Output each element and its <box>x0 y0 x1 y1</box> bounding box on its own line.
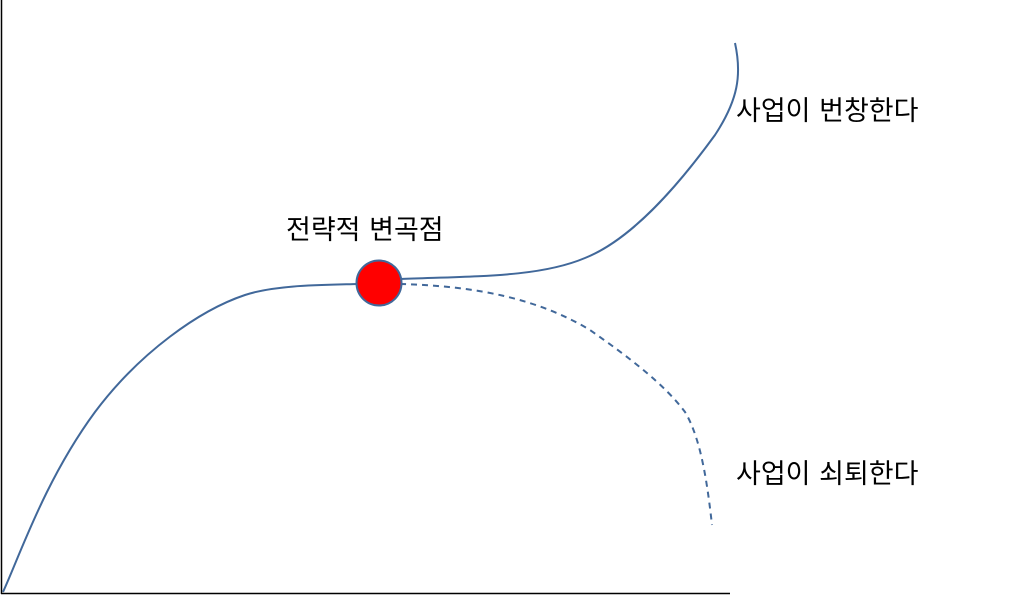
inflection-point-marker <box>355 259 403 307</box>
decline-path-label: 사업이 쇠퇴한다 <box>736 459 919 490</box>
growth-curve-rising <box>2 283 359 593</box>
thriving-curve <box>399 42 740 280</box>
declining-curve <box>399 283 713 526</box>
growth-path-label: 사업이 번창한다 <box>736 96 919 127</box>
inflection-point-label: 전략적 변곡점 <box>286 215 444 246</box>
